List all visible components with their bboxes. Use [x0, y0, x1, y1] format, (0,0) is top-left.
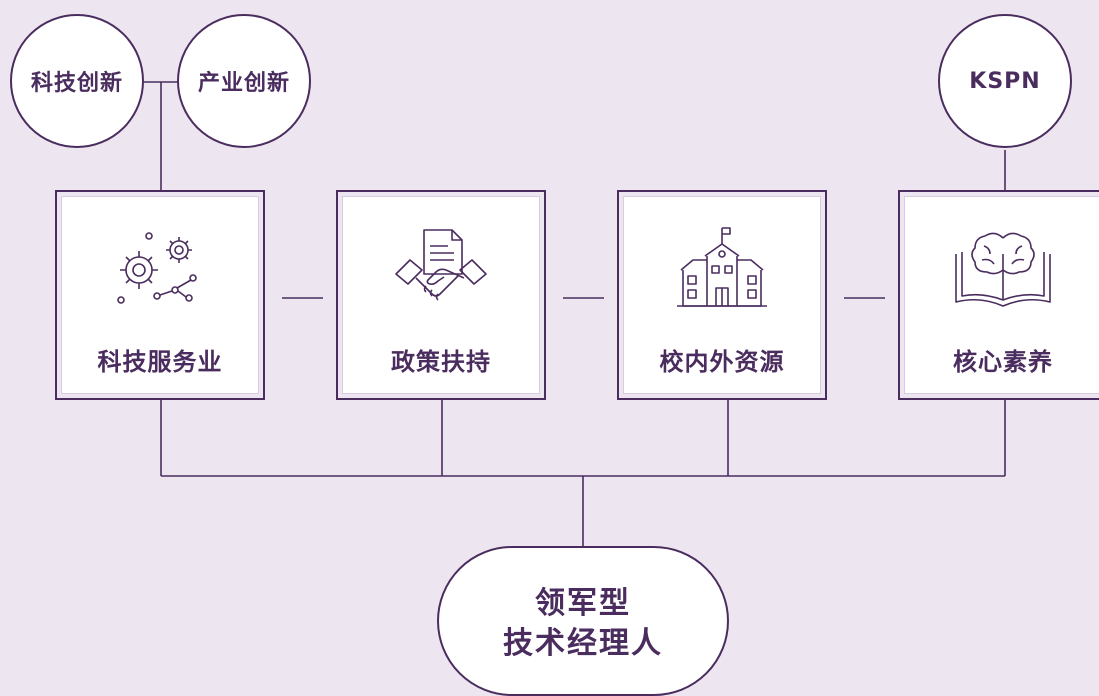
box-label: 核心素养 — [953, 348, 1053, 376]
box-label: 政策扶持 — [391, 348, 491, 376]
circle-tech-innovation: 科技创新 — [10, 14, 144, 148]
handshake-document-icon — [395, 229, 487, 301]
circle-label: KSPN — [969, 68, 1041, 94]
circle-kspn: KSPN — [938, 14, 1072, 148]
box-tech-services: 科技服务业 — [55, 190, 265, 400]
box-campus-resources: 校内外资源 — [617, 190, 827, 400]
goal-line-2: 技术经理人 — [503, 626, 663, 661]
school-building-icon — [677, 227, 767, 307]
circle-label: 产业创新 — [197, 71, 290, 96]
box-label: 校内外资源 — [659, 348, 785, 376]
box-policy-support: 政策扶持 — [336, 190, 546, 400]
box-label: 科技服务业 — [97, 348, 223, 376]
box-core-literacy: 核心素养 — [898, 190, 1099, 400]
brain-book-icon — [955, 232, 1051, 307]
circle-industry-innovation: 产业创新 — [177, 14, 311, 148]
goal-line-1: 领军型 — [535, 586, 631, 621]
circle-label: 科技创新 — [30, 71, 123, 96]
goal-pill: 领军型 技术经理人 — [437, 546, 729, 696]
gears-network-icon — [117, 232, 197, 304]
